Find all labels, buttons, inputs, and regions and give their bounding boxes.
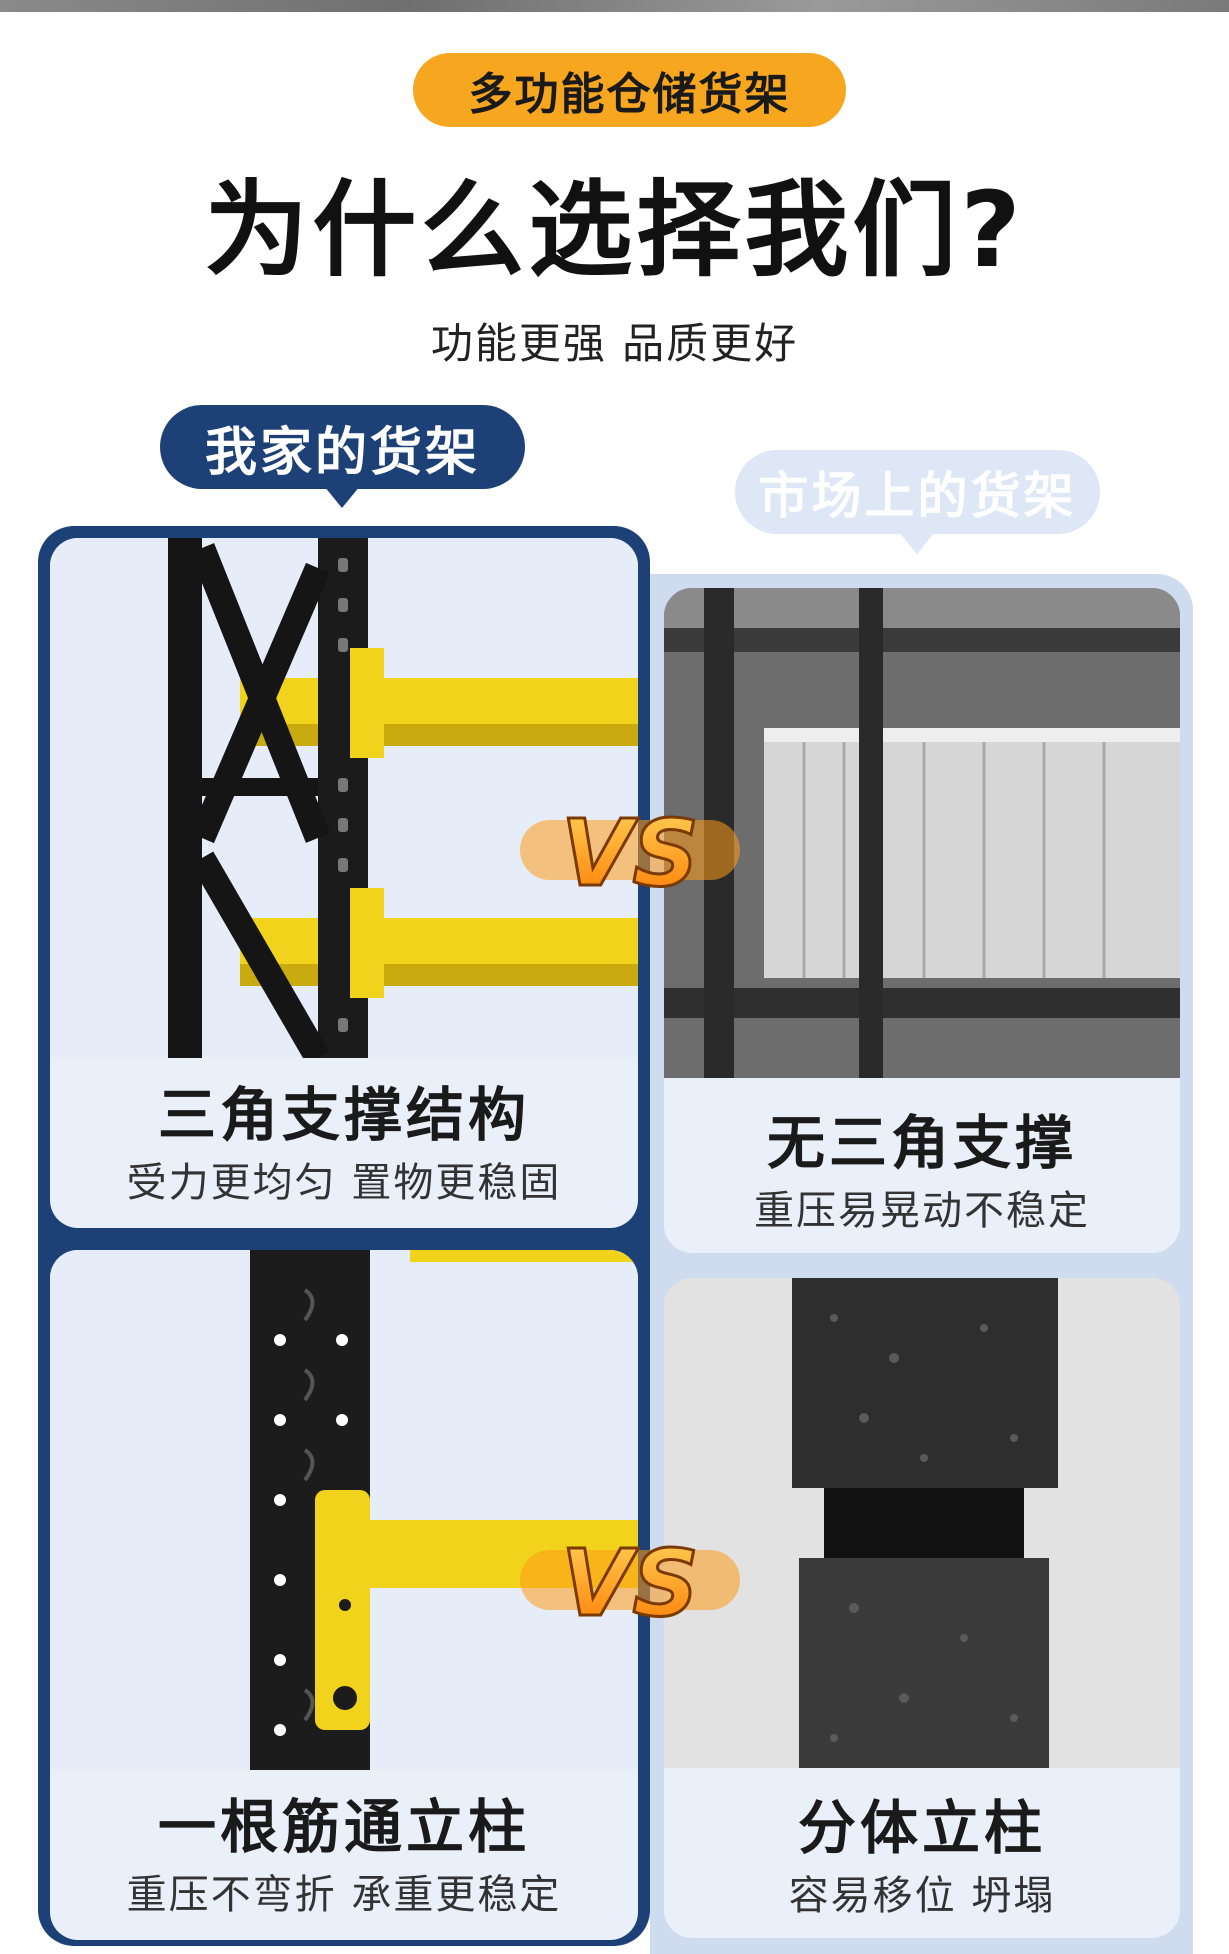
our-shelf-tag: 我家的货架 [160, 405, 525, 489]
competitor-shelf-tag: 市场上的货架 [735, 450, 1100, 534]
vs-badge-bottom: VS [520, 1529, 740, 1639]
card-description: 重压易晃动不稳定 [754, 1188, 1090, 1234]
one-piece-column-image [50, 1250, 638, 1770]
card-description: 受力更均匀 置物更稳固 [126, 1160, 562, 1206]
svg-text:VS: VS [561, 1530, 698, 1637]
page-subtitle: 功能更强 品质更好 [430, 319, 799, 368]
top-image-strip [0, 0, 1229, 12]
card-description: 容易移位 坍塌 [788, 1873, 1056, 1919]
triangle-brace-rack-image [50, 538, 638, 1058]
card-title: 一根筋通立柱 [157, 1793, 530, 1861]
svg-text:VS: VS [561, 800, 698, 907]
card-title: 三角支撑结构 [157, 1081, 530, 1149]
competitor-card-split-column: 分体立柱 容易移位 坍塌 [664, 1278, 1180, 1938]
competitor-card-no-triangle: 无三角支撑 重压易晃动不稳定 [664, 588, 1180, 1253]
card-description: 重压不弯折 承重更稳定 [126, 1872, 562, 1918]
card-title: 分体立柱 [797, 1794, 1046, 1862]
page-headline: 为什么选择我们? [204, 169, 1025, 291]
vs-badge-top: VS [520, 799, 740, 909]
competitor-shelf-tag-pointer [899, 532, 935, 554]
competitor-shelf-image [664, 588, 1180, 1078]
category-pill: 多功能仓储货架 [413, 53, 846, 127]
card-title: 无三角支撑 [766, 1109, 1077, 1177]
split-column-image [664, 1278, 1180, 1768]
our-card-triangle-support: 三角支撑结构 受力更均匀 置物更稳固 [50, 538, 638, 1228]
our-shelf-tag-pointer [324, 486, 360, 508]
